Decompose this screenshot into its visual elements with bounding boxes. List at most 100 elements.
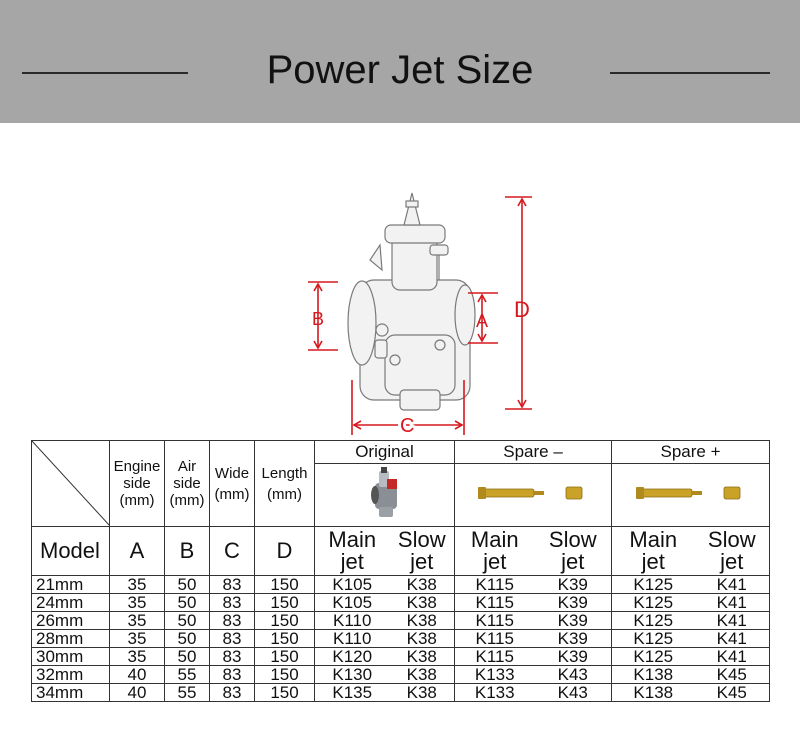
cell-original-slow-jet: K38 bbox=[389, 611, 455, 630]
cell-spare-minus-main-jet: K115 bbox=[454, 611, 535, 630]
cell-air-side: 50 bbox=[164, 647, 210, 666]
cell-wide: 83 bbox=[209, 665, 255, 684]
cell-wide: 83 bbox=[209, 575, 255, 594]
cell-spare-minus-main-jet: K133 bbox=[454, 683, 535, 702]
cell-spare-minus-slow-jet: K39 bbox=[534, 575, 613, 594]
jet-pair-thumbnail bbox=[478, 486, 583, 499]
cell-original-main-jet: K105 bbox=[314, 593, 390, 612]
label-c: C bbox=[209, 526, 255, 576]
label-b: B bbox=[164, 526, 210, 576]
header-wide: Wide(mm) bbox=[209, 440, 255, 527]
cell-length: 150 bbox=[254, 593, 315, 612]
cell-original-slow-jet: K38 bbox=[389, 575, 455, 594]
label-a: A bbox=[109, 526, 165, 576]
cell-original-slow-jet: K38 bbox=[389, 629, 455, 648]
cell-engine-side: 35 bbox=[109, 647, 165, 666]
cell-engine-side: 35 bbox=[109, 629, 165, 648]
cell-spare-plus-slow-jet: K41 bbox=[694, 593, 771, 612]
cell-model: 24mm bbox=[31, 593, 110, 612]
cell-original-main-jet: K110 bbox=[314, 629, 390, 648]
cell-engine-side: 40 bbox=[109, 683, 165, 702]
group-spare-plus: Spare + bbox=[611, 440, 771, 464]
cell-spare-minus-main-jet: K115 bbox=[454, 629, 535, 648]
spare-minus-jets-photo bbox=[453, 463, 613, 527]
carburetor-illustration bbox=[347, 192, 476, 411]
cell-original-main-jet: K120 bbox=[314, 647, 390, 666]
banner-divider-left bbox=[22, 72, 188, 74]
cell-engine-side: 35 bbox=[109, 611, 165, 630]
cell-spare-minus-main-jet: K115 bbox=[454, 647, 535, 666]
cell-spare-minus-slow-jet: K39 bbox=[534, 647, 613, 666]
cell-model: 32mm bbox=[31, 665, 110, 684]
dimension-label-d: D bbox=[514, 297, 530, 322]
page-title: Power Jet Size bbox=[266, 48, 534, 92]
banner-divider-right bbox=[610, 72, 770, 74]
cell-model: 28mm bbox=[31, 629, 110, 648]
cell-spare-minus-slow-jet: K39 bbox=[534, 593, 613, 612]
cell-original-slow-jet: K38 bbox=[389, 647, 455, 666]
cell-spare-plus-main-jet: K125 bbox=[611, 593, 695, 612]
cell-model: 34mm bbox=[31, 683, 110, 702]
dimension-label-b: B bbox=[312, 309, 324, 329]
cell-model: 30mm bbox=[31, 647, 110, 666]
cell-wide: 83 bbox=[209, 683, 255, 702]
cell-spare-minus-slow-jet: K43 bbox=[534, 665, 613, 684]
jet-pair-thumbnail bbox=[635, 486, 740, 499]
carburetor-dimension-diagram: B A D C bbox=[308, 192, 532, 440]
cell-spare-plus-main-jet: K125 bbox=[611, 575, 695, 594]
cell-air-side: 55 bbox=[164, 665, 210, 684]
cell-spare-plus-main-jet: K138 bbox=[611, 665, 695, 684]
cell-wide: 83 bbox=[209, 629, 255, 648]
cell-spare-plus-main-jet: K125 bbox=[611, 629, 695, 648]
carburetor-thumbnail bbox=[370, 466, 397, 517]
cell-length: 150 bbox=[254, 611, 315, 630]
cell-engine-side: 35 bbox=[109, 575, 165, 594]
cell-air-side: 50 bbox=[164, 593, 210, 612]
cell-spare-minus-main-jet: K115 bbox=[454, 593, 535, 612]
cell-spare-minus-main-jet: K133 bbox=[454, 665, 535, 684]
dimension-lines bbox=[308, 196, 532, 435]
cell-air-side: 55 bbox=[164, 683, 210, 702]
cell-length: 150 bbox=[254, 683, 315, 702]
cell-spare-plus-slow-jet: K41 bbox=[694, 629, 771, 648]
cell-air-side: 50 bbox=[164, 629, 210, 648]
cell-air-side: 50 bbox=[164, 611, 210, 630]
dimension-label-a: A bbox=[476, 311, 488, 331]
cell-spare-plus-slow-jet: K41 bbox=[694, 575, 771, 594]
cell-spare-plus-slow-jet: K45 bbox=[694, 683, 771, 702]
spare-plus-jets-photo bbox=[611, 463, 771, 527]
cell-spare-plus-main-jet: K138 bbox=[611, 683, 695, 702]
dimension-label-c: C bbox=[400, 415, 414, 437]
cell-spare-plus-slow-jet: K45 bbox=[694, 665, 771, 684]
cell-wide: 83 bbox=[209, 611, 255, 630]
diagonal-divider bbox=[32, 441, 110, 526]
cell-length: 150 bbox=[254, 647, 315, 666]
label-d: D bbox=[254, 526, 315, 576]
cell-original-slow-jet: K38 bbox=[389, 593, 455, 612]
cell-spare-minus-slow-jet: K39 bbox=[534, 629, 613, 648]
cell-length: 150 bbox=[254, 665, 315, 684]
cell-original-slow-jet: K38 bbox=[389, 683, 455, 702]
cell-length: 150 bbox=[254, 575, 315, 594]
cell-original-main-jet: K130 bbox=[314, 665, 390, 684]
cell-spare-plus-main-jet: K125 bbox=[611, 611, 695, 630]
cell-original-main-jet: K105 bbox=[314, 575, 390, 594]
header-length: Length(mm) bbox=[254, 440, 315, 527]
cell-spare-plus-main-jet: K125 bbox=[611, 647, 695, 666]
cell-spare-minus-slow-jet: K43 bbox=[534, 683, 613, 702]
cell-spare-minus-slow-jet: K39 bbox=[534, 611, 613, 630]
cell-original-main-jet: K110 bbox=[314, 611, 390, 630]
